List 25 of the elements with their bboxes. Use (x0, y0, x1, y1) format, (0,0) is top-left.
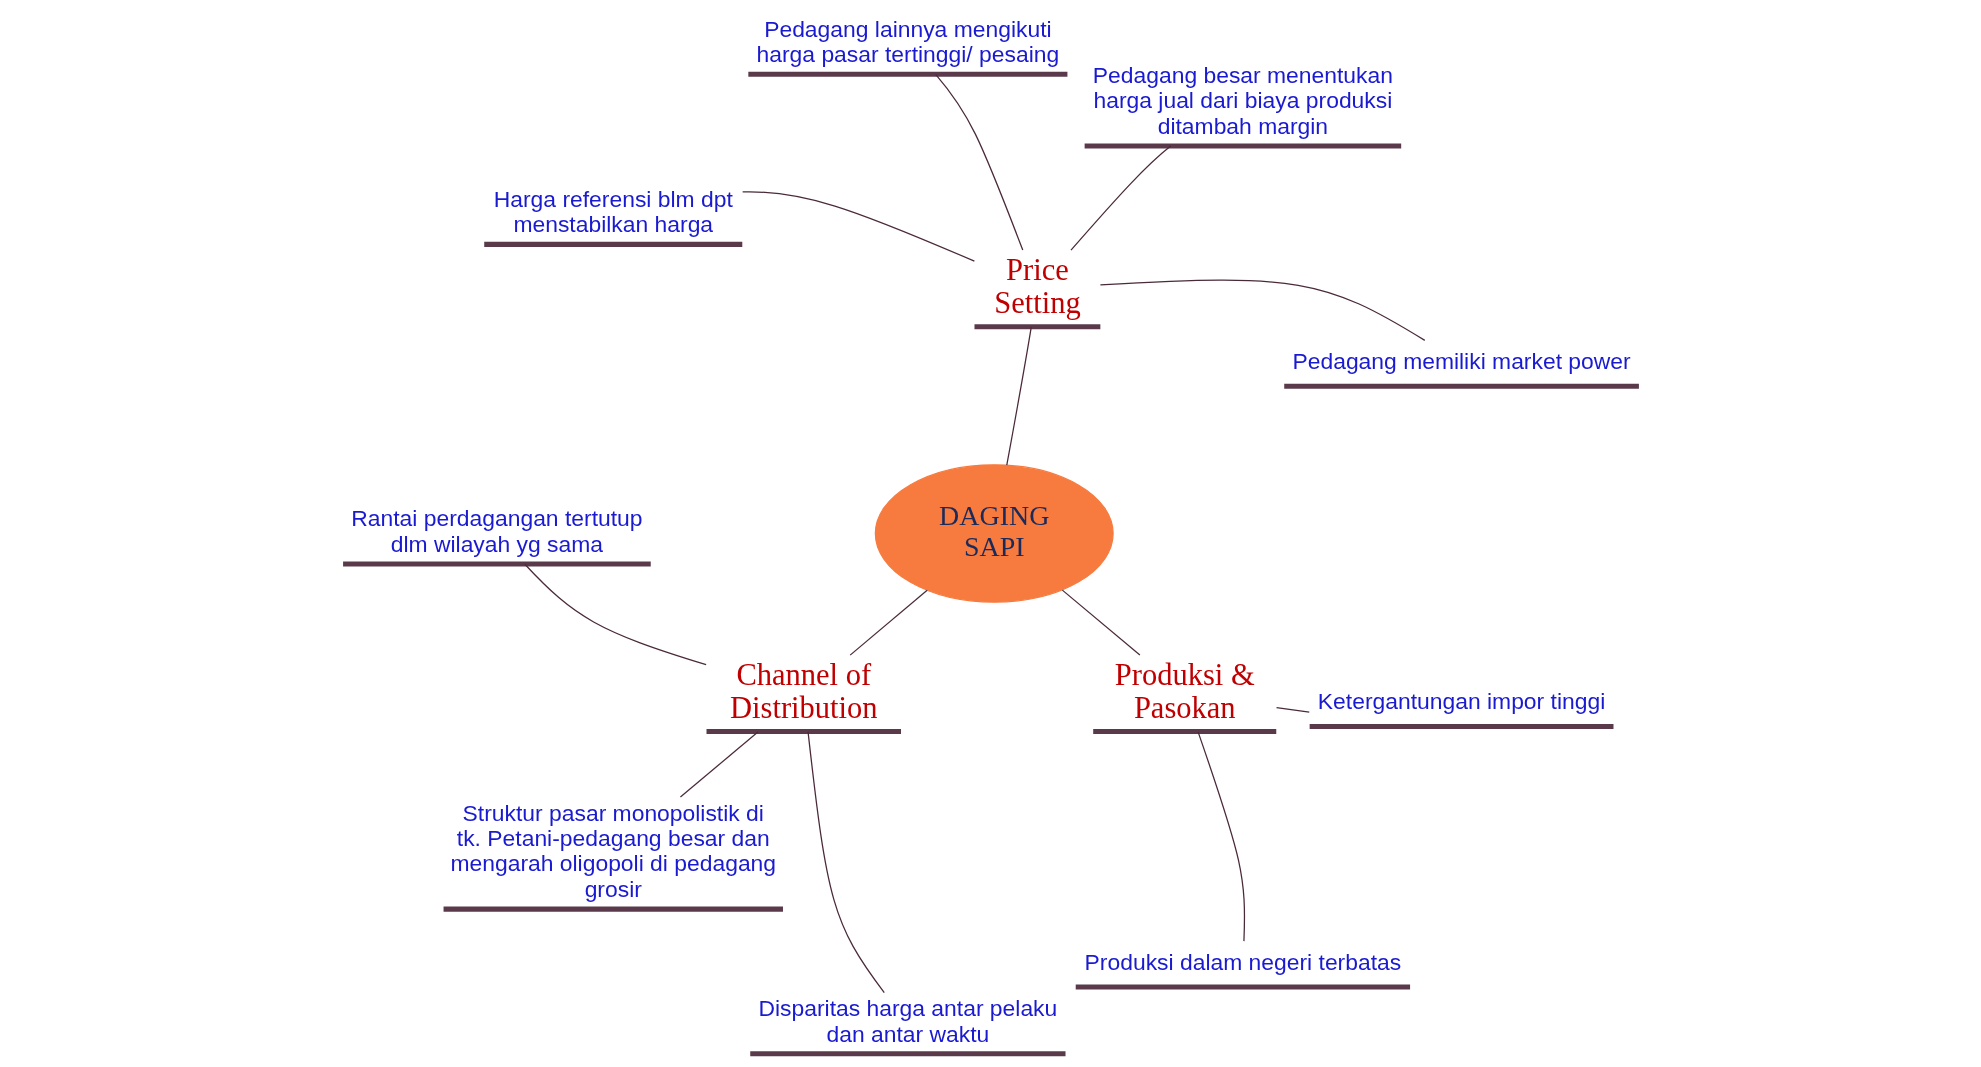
node-text: Ketergantungan impor tinggi (1317, 688, 1605, 715)
node-ellipse: DAGING SAPI (874, 464, 1114, 603)
connector (1196, 731, 1245, 942)
connector (806, 731, 885, 994)
node-text: Pedagang lainnya mengikuti harga pasar tertinggi/ pesaing (756, 15, 1059, 68)
node-text: Pedagang besar menentukan harga jual dari biaya produksi ditambah margin (1092, 61, 1393, 139)
connector (1069, 145, 1171, 251)
connector (934, 73, 1023, 251)
connector (523, 563, 707, 666)
node-text: Disparitas harga antar pelaku dan antar waktu (757, 995, 1057, 1047)
node-text: Rantai perdagangan tertutup dlm wilayah yg sama (350, 505, 643, 557)
connector (1099, 279, 1425, 341)
node-text: Produksi & Pasokan (1114, 657, 1255, 725)
node-text: Pedagang memiliki market power (1291, 347, 1631, 374)
connector (741, 191, 975, 262)
node-text: Harga referensi blm dpt menstabilkan harga (493, 185, 733, 238)
node-text: Channel of Distribution (729, 657, 877, 725)
connector (679, 731, 759, 798)
connector (849, 589, 928, 656)
connector (1061, 589, 1140, 656)
connector (1275, 707, 1310, 713)
node-text: Produksi dalam negeri terbatas (1084, 948, 1401, 975)
node-text: Struktur pasar monopolistik di tk. Petani-pedagang besar dan mengarah oligopoli di pedagang grosir (449, 799, 776, 902)
node-text: Price Setting (993, 252, 1081, 321)
connector (1005, 326, 1032, 466)
